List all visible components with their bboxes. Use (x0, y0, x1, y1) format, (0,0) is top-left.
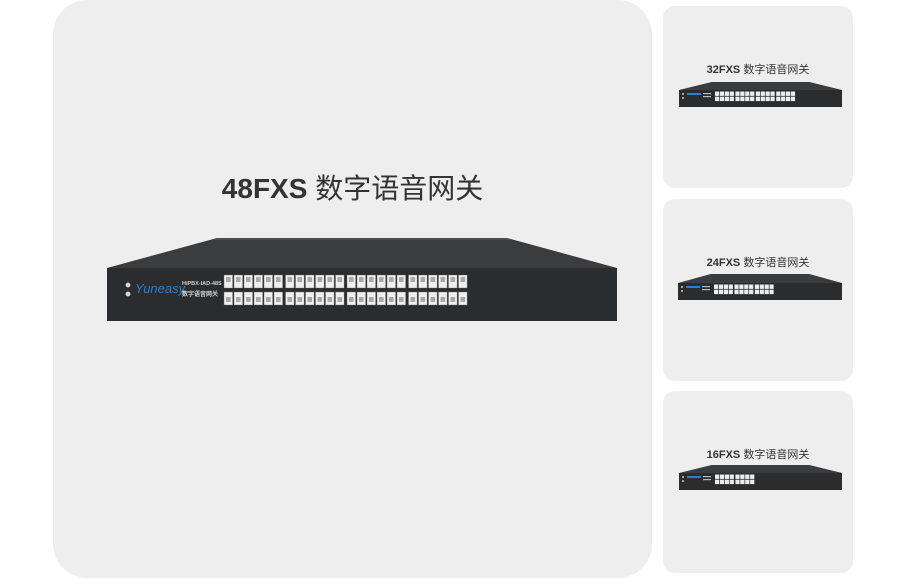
main-product-title: 48FXS 数字语音网关 (53, 167, 652, 207)
rj11-port (754, 284, 759, 289)
rj11-port (729, 474, 734, 479)
rj11-port (760, 91, 765, 96)
rj11-port (770, 96, 775, 102)
device-model-text: HiPBX-IAD-48S (182, 281, 222, 287)
rj11-port (744, 289, 749, 295)
rj11-port (760, 96, 765, 102)
rj11-port (765, 96, 770, 102)
main-model-label: 48FXS (221, 173, 308, 204)
rj11-port (749, 284, 754, 289)
rj11-port (719, 474, 725, 479)
rj11-port (739, 289, 744, 295)
rj11-port (724, 96, 729, 102)
gateway-48-device-image: Yuneasy HiPBX-IAD-48S 数字语音网关 (107, 238, 617, 321)
rj11-port (754, 289, 759, 295)
rj11-port (734, 289, 739, 295)
rj11-port (719, 479, 725, 485)
rj11-port (764, 289, 769, 295)
rj11-port (764, 284, 769, 289)
rj11-port (715, 96, 720, 102)
rj11-port (745, 474, 750, 479)
rj11-port (750, 91, 755, 96)
rj11-port (740, 474, 745, 479)
gateway-title-32: 32FXS 数字语音网关 (706, 64, 810, 76)
rj11-port (728, 284, 733, 289)
rj11-port (723, 289, 728, 295)
rj11-port (740, 96, 745, 102)
rj11-port (769, 289, 774, 295)
rj11-port (786, 96, 791, 102)
rj11-port (729, 96, 734, 102)
rj11-port (715, 479, 720, 485)
rj11-port (718, 284, 724, 289)
main-name-label: 数字语音网关 (315, 173, 484, 204)
rj11-port (740, 479, 745, 485)
rj11-port (786, 91, 791, 96)
rj11-port (745, 96, 750, 102)
rj11-port (735, 474, 740, 479)
rj11-port (750, 474, 755, 479)
rj11-port (759, 289, 764, 295)
rj11-port (718, 289, 724, 295)
gateway-title-16: 16FXS 数字语音网关 (706, 449, 810, 461)
rj11-port (715, 474, 720, 479)
rj11-port (714, 289, 719, 295)
rj11-port (719, 96, 725, 102)
rj11-port (790, 91, 796, 96)
rj11-port (728, 289, 733, 295)
rj11-port (745, 479, 750, 485)
gateway-32-device-image (679, 82, 842, 107)
rj11-port (724, 91, 729, 96)
gateway-16-device-image (679, 465, 842, 490)
rj11-port (769, 284, 774, 289)
rj11-port (734, 284, 739, 289)
rj11-port (715, 91, 720, 96)
rj11-port (744, 284, 749, 289)
rj11-port (776, 96, 781, 102)
rj11-port (770, 91, 775, 96)
rj11-port (724, 474, 729, 479)
rj11-port (765, 91, 770, 96)
rj11-port (776, 91, 781, 96)
rj11-port (735, 91, 740, 96)
brand-logo-text: Yuneasy (135, 281, 187, 296)
rj11-port (729, 91, 734, 96)
rj11-port (735, 479, 740, 485)
rj11-port (719, 91, 725, 96)
device-label-text: 数字语音网关 (182, 290, 218, 298)
rj11-port (724, 479, 729, 485)
rj11-port (790, 96, 796, 102)
rj11-port (750, 96, 755, 102)
gateway-title-24: 24FXS 数字语音网关 (706, 257, 810, 269)
rj11-port (755, 96, 760, 102)
rj11-port (729, 479, 734, 485)
gateway-24-device-image (678, 274, 842, 300)
rj11-port (714, 284, 719, 289)
rj11-port (749, 289, 754, 295)
rj11-port (755, 91, 760, 96)
rj11-port (781, 96, 786, 102)
rj11-port (739, 284, 744, 289)
rj11-port (759, 284, 764, 289)
rj11-port (745, 91, 750, 96)
main-port-grid (223, 274, 468, 306)
rj11-port (723, 284, 728, 289)
rj11-port (750, 479, 755, 485)
rj11-port (781, 91, 786, 96)
rj11-port (735, 96, 740, 102)
rj11-port (740, 91, 745, 96)
